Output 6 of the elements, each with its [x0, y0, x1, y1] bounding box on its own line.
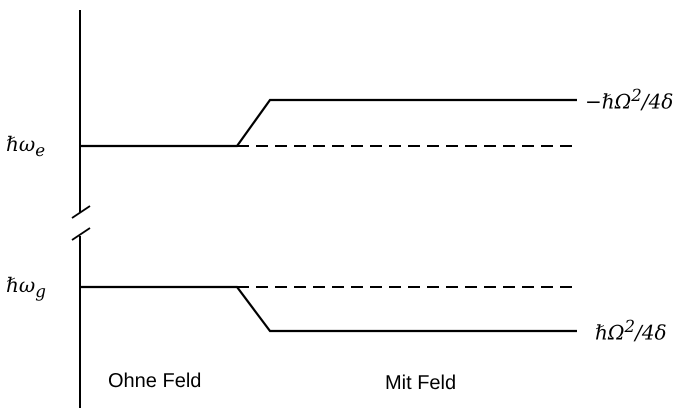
region-label: Mit Feld: [385, 372, 456, 395]
region-label: Ohne Feld: [108, 370, 202, 393]
shift-label: −ℏΩ$^{2}$/4δ: [585, 86, 674, 114]
shift-label: ℏΩ$^{2}$/4δ: [595, 317, 667, 345]
level-label: ℏω$_{g}$: [6, 273, 46, 301]
level-label: ℏω$_{e}$: [6, 132, 46, 160]
